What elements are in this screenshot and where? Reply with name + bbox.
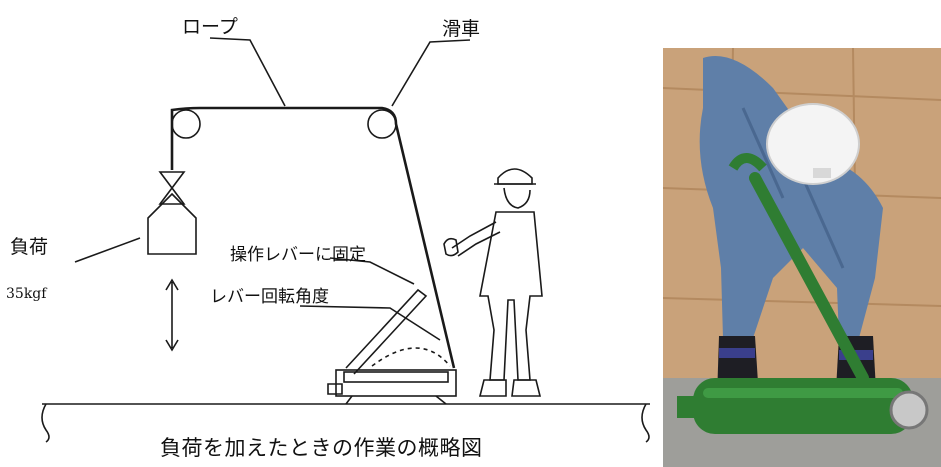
fix-leader-line (329, 257, 415, 285)
load-label: 負荷 (10, 236, 49, 258)
load-leader-line (74, 237, 141, 263)
pump-gauge (889, 390, 929, 430)
work-schematic-diagram (41, 37, 650, 443)
worker-photo (663, 48, 941, 467)
ground-break-left (41, 403, 50, 443)
pump-body (343, 371, 449, 383)
pulley-label: 滑車 (442, 18, 481, 40)
left-pulley (171, 109, 201, 139)
pump-end-left (327, 383, 343, 395)
pump-base (335, 369, 457, 397)
rope-line (170, 106, 456, 369)
lever-fixed-label: 操作レバーに固定 (230, 245, 366, 265)
worker-coveralls (699, 56, 883, 338)
lever-angle-label: レバー回転角度 (210, 287, 329, 307)
worker-figure (443, 168, 543, 397)
motion-arrow (165, 278, 179, 352)
lever-arm (345, 288, 428, 375)
pump-foot (345, 395, 447, 405)
hard-hat (766, 103, 860, 185)
pump-lever (749, 172, 869, 384)
hook-triangles (158, 171, 186, 205)
load-weight-value: 35kgf (6, 286, 47, 302)
lever-angle-arc (371, 347, 451, 367)
rope-leader-line (209, 37, 286, 107)
rope-label: ロープ (182, 16, 238, 38)
load-weight-shape (147, 192, 197, 255)
pulley-leader-line (391, 39, 471, 107)
hydraulic-pump (693, 378, 913, 434)
diagram-caption: 負荷を加えたときの作業の概略図 (160, 436, 483, 460)
ground-break-right (641, 403, 650, 443)
angle-leader-line (299, 305, 441, 341)
